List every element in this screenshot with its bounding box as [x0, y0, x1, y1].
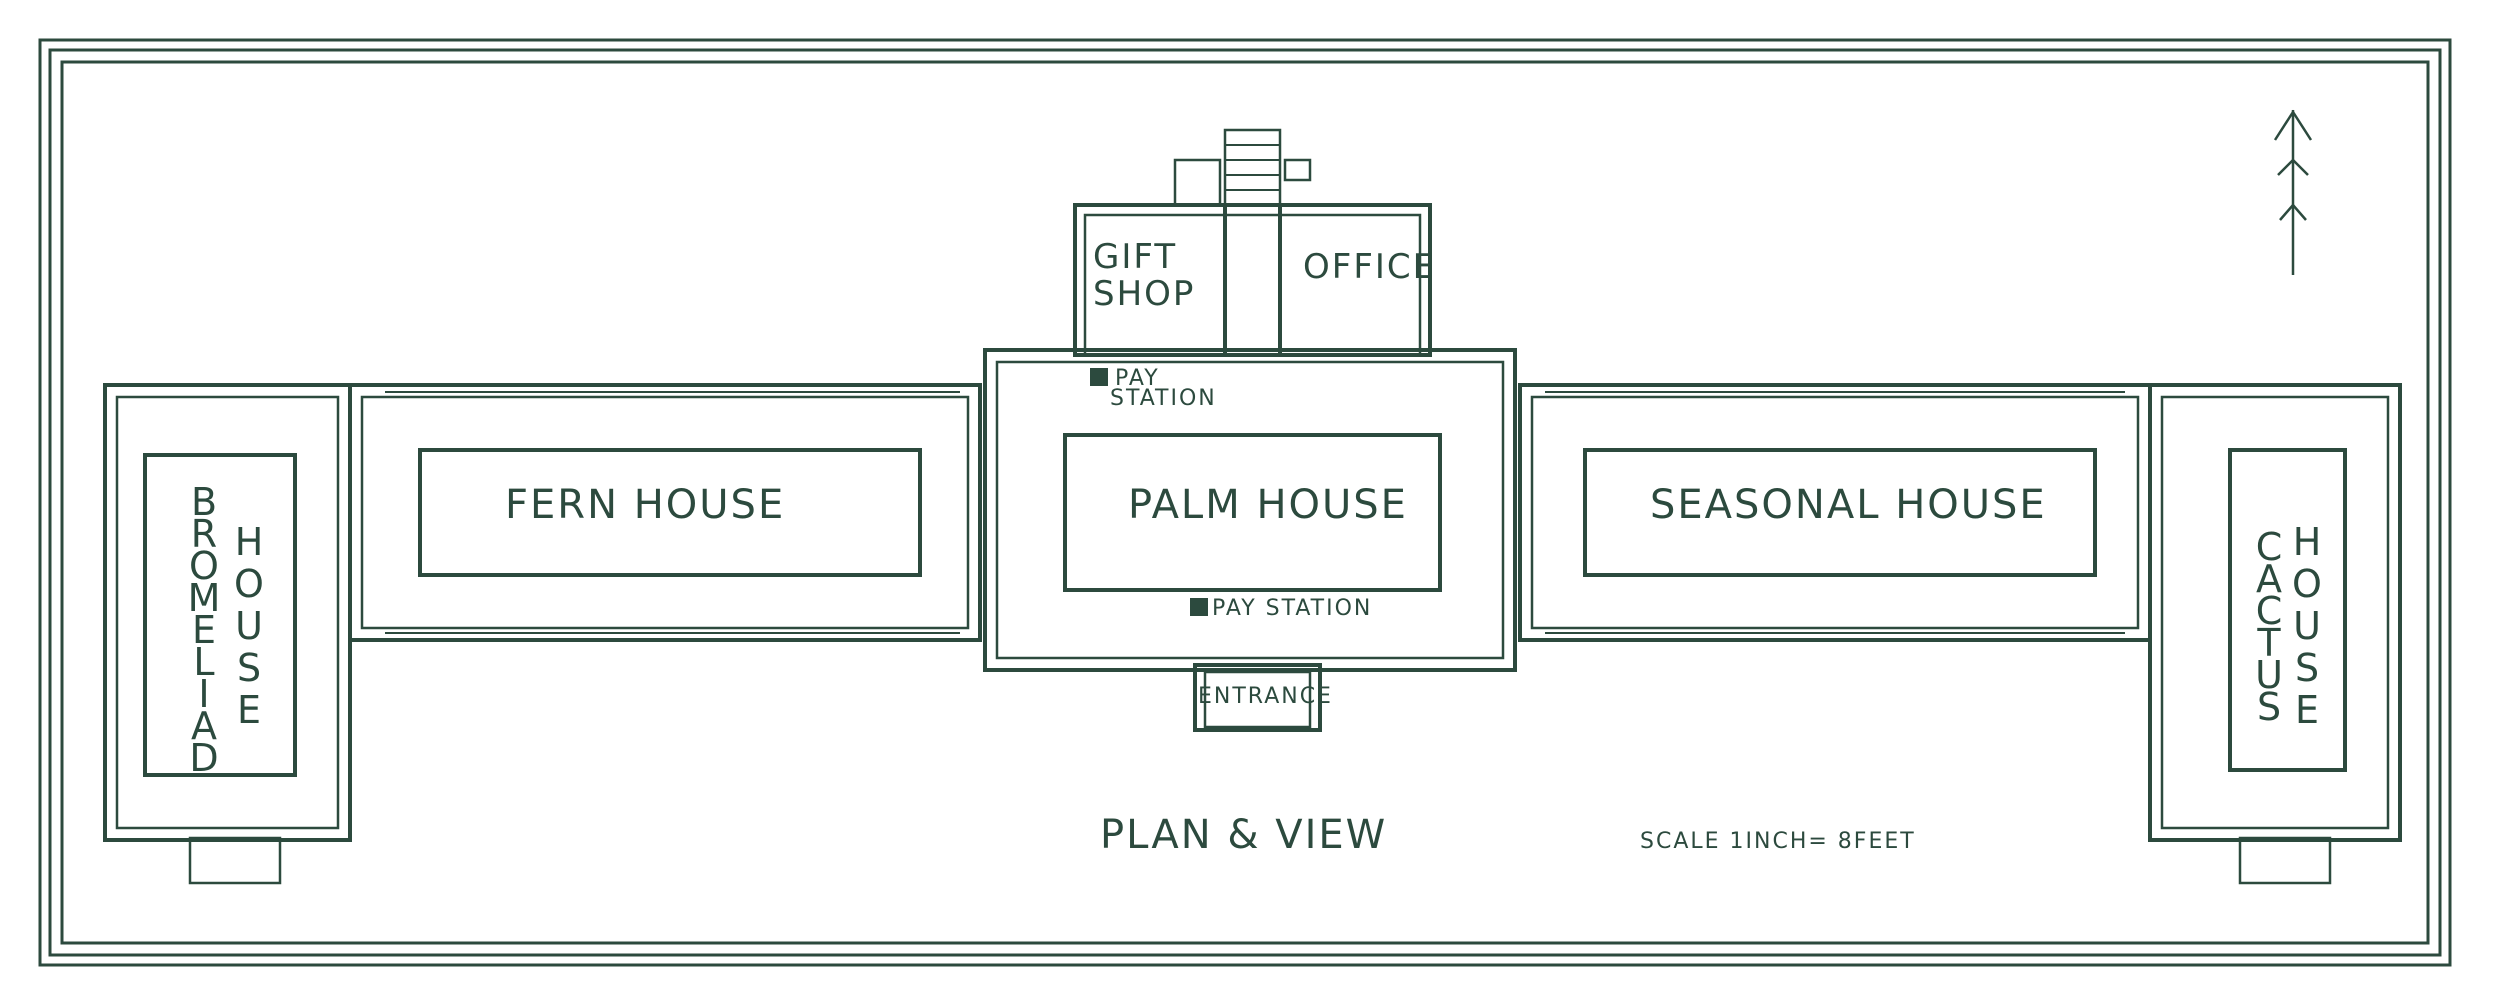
wing-label-letter: R: [191, 512, 219, 556]
outer-frame: [38, 38, 2452, 967]
wing-label-letter: E: [192, 608, 218, 652]
wing-label-letter: L: [193, 640, 216, 684]
cactus-house-label-house: HOUSE: [2292, 520, 2324, 732]
palm-house-room: [1063, 433, 1442, 592]
wing-label-letter: U: [2293, 604, 2323, 648]
wing-label-letter: T: [2256, 621, 2282, 665]
wing-label-letter: E: [2295, 688, 2321, 732]
pay-station-bottom-label: PAY STATION: [1212, 596, 1372, 621]
wing-label-letter: U: [2255, 653, 2285, 697]
pay-station-top-label-line1: PAY: [1115, 366, 1160, 391]
pay-station-bottom-marker: [1190, 598, 1208, 616]
wing-label-letter: A: [191, 704, 219, 748]
wing-label-letter: B: [191, 480, 219, 524]
inner-frame: [60, 60, 2430, 945]
wing-label-letter: C: [2256, 525, 2285, 569]
wing-label-letter: O: [2292, 562, 2324, 606]
plan-view-title: PLAN & VIEW: [1100, 812, 1387, 858]
wing-label-letter: S: [237, 646, 263, 690]
fern-house-room: [418, 448, 922, 577]
seasonal-house-room: [1583, 448, 2097, 577]
gift-shop-label-line1: GIFT: [1093, 237, 1177, 277]
wing-label-letter: H: [235, 520, 266, 564]
entrance-label: ENTRANCE: [1198, 684, 1333, 709]
wing-label-letter: S: [2295, 646, 2321, 690]
gift-shop-label-line2: SHOP: [1093, 274, 1195, 314]
wing-label-letter: A: [2256, 557, 2284, 601]
north-arrow-icon: [2273, 109, 2313, 275]
fern-house-label: FERN HOUSE: [505, 482, 785, 528]
scale-label: SCALE 1INCH= 8FEET: [1640, 829, 1916, 854]
pay-station-top-marker: [1090, 368, 1108, 386]
pay-station-top-label-line2: STATION: [1110, 386, 1217, 411]
bromeliad-house-wing: [103, 383, 352, 885]
main-building-outline: [348, 128, 2152, 732]
wing-label-letter: C: [2256, 589, 2285, 633]
wing-label-letter: M: [188, 576, 223, 620]
wing-label-letter: S: [2257, 685, 2283, 729]
wing-label-letter: D: [189, 736, 220, 780]
wing-label-letter: O: [189, 544, 221, 588]
window-markings: [385, 391, 2125, 634]
middle-frame: [48, 48, 2442, 957]
office-label: OFFICE: [1303, 247, 1436, 287]
wing-label-letter: O: [234, 562, 266, 606]
wing-label-letter: E: [237, 688, 263, 732]
wing-label-letter: H: [2293, 520, 2324, 564]
bromeliad-house-label-house: HOUSE: [234, 520, 266, 732]
wing-label-letter: U: [235, 604, 265, 648]
palm-house-label: PALM HOUSE: [1128, 482, 1408, 528]
wing-label-letter: I: [198, 672, 211, 716]
cactus-house-wing: [2148, 383, 2402, 885]
seasonal-house-label: SEASONAL HOUSE: [1650, 482, 2047, 528]
